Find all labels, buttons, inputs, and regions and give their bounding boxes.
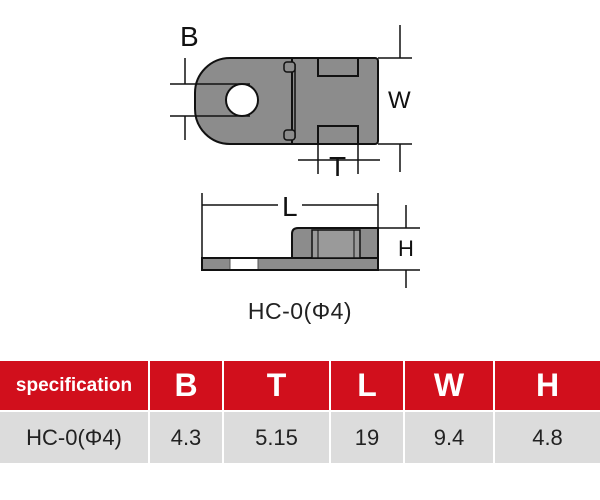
slot-top bbox=[317, 57, 359, 77]
column-header-t: T bbox=[224, 361, 329, 412]
mounting-hole bbox=[225, 83, 259, 117]
spec-header-label: specification bbox=[0, 361, 148, 412]
slot-bottom bbox=[317, 125, 359, 145]
side-view bbox=[201, 227, 379, 271]
dim-l: L bbox=[201, 191, 379, 258]
dim-h: H bbox=[378, 205, 420, 288]
value-b: 4.3 bbox=[150, 412, 222, 463]
spec-table: specification B T L W H HC-0(Φ4) 4.3 5.1… bbox=[0, 361, 600, 463]
column-header-l: L bbox=[331, 361, 403, 412]
side-view-base bbox=[201, 257, 379, 271]
row-model: HC-0(Φ4) bbox=[0, 412, 148, 463]
top-view bbox=[194, 57, 379, 145]
column-header-b: B bbox=[150, 361, 222, 412]
dim-b: B bbox=[170, 21, 250, 140]
column-header-h: H bbox=[495, 361, 600, 412]
value-w: 9.4 bbox=[405, 412, 493, 463]
dim-label-h: H bbox=[398, 236, 414, 261]
model-caption: HC-0(Φ4) bbox=[247, 298, 353, 324]
dim-label-t: T bbox=[329, 151, 346, 182]
dim-label-w: W bbox=[388, 87, 411, 114]
value-t: 5.15 bbox=[224, 412, 329, 463]
column-header-w: W bbox=[405, 361, 493, 412]
value-h: 4.8 bbox=[495, 412, 600, 463]
dim-label-b: B bbox=[180, 21, 199, 52]
technical-drawing: B W T L bbox=[170, 21, 420, 288]
dim-w: W bbox=[378, 25, 412, 172]
dim-label-l: L bbox=[282, 191, 298, 222]
value-l: 19 bbox=[331, 412, 403, 463]
dim-t: T bbox=[298, 144, 380, 182]
